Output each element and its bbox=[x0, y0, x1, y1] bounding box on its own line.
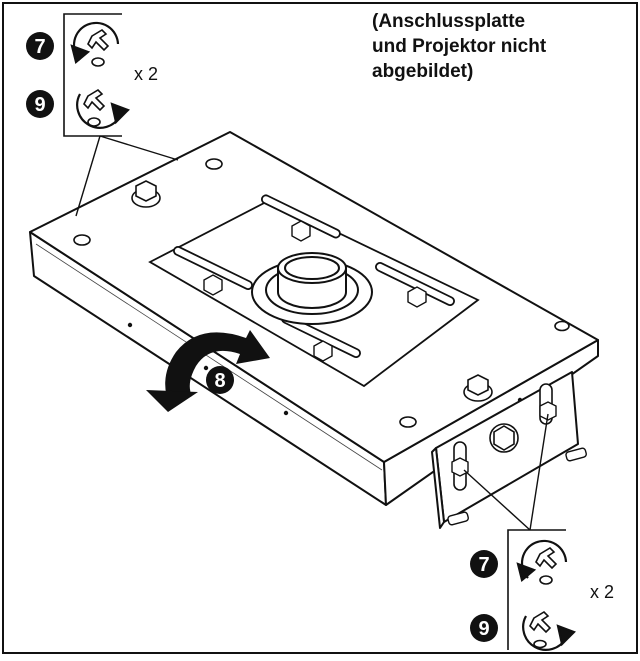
callout-8-number: 8 bbox=[214, 370, 225, 392]
caption-line-3: abgebildet) bbox=[372, 61, 473, 82]
caption: (Anschlussplatte und Projektor nicht abg… bbox=[372, 11, 547, 82]
wrench-loosen-icon bbox=[70, 21, 120, 67]
bottom-leader-2 bbox=[529, 413, 549, 531]
caption-line-2: und Projektor nicht bbox=[372, 36, 547, 57]
bottom-step-7: 7 bbox=[478, 554, 489, 576]
plate-bolt-top-left bbox=[131, 180, 161, 208]
bracket-screw-left bbox=[451, 457, 469, 477]
wrench-tighten-icon bbox=[522, 610, 576, 651]
slot-top bbox=[260, 194, 341, 239]
callout-8: 8 bbox=[206, 366, 234, 394]
bracket-screw-right bbox=[539, 401, 557, 421]
bottom-multiplier: x 2 bbox=[590, 582, 614, 602]
plate-holes bbox=[73, 158, 570, 428]
wrench-tighten-icon bbox=[76, 88, 130, 129]
top-step-9: 9 bbox=[34, 94, 45, 116]
top-step-7: 7 bbox=[34, 36, 45, 58]
slot-nuts bbox=[203, 220, 427, 362]
slot-left bbox=[173, 246, 253, 290]
wrench-loosen-icon bbox=[516, 539, 568, 585]
bottom-leader-1 bbox=[463, 469, 531, 531]
top-callout-bracket bbox=[63, 13, 122, 137]
bracket-center-bolt bbox=[489, 423, 519, 453]
threaded-studs bbox=[447, 447, 587, 526]
bottom-step-9: 9 bbox=[478, 618, 489, 640]
top-leader-2 bbox=[99, 135, 179, 161]
side-holes bbox=[127, 322, 523, 416]
bottom-callout: 7 x 2 9 bbox=[463, 413, 614, 651]
slot-right bbox=[375, 262, 455, 306]
center-collar bbox=[251, 252, 373, 325]
top-multiplier: x 2 bbox=[134, 64, 158, 84]
plate-edge-inner bbox=[35, 243, 383, 471]
caption-line-1: (Anschlussplatte bbox=[372, 11, 525, 32]
top-leader-1 bbox=[75, 135, 101, 217]
bottom-callout-bracket bbox=[507, 529, 566, 650]
top-callout: 7 x 2 9 bbox=[26, 13, 179, 217]
plate-bolt-bottom-right bbox=[463, 374, 493, 402]
rotate-arrow-icon bbox=[146, 330, 270, 412]
